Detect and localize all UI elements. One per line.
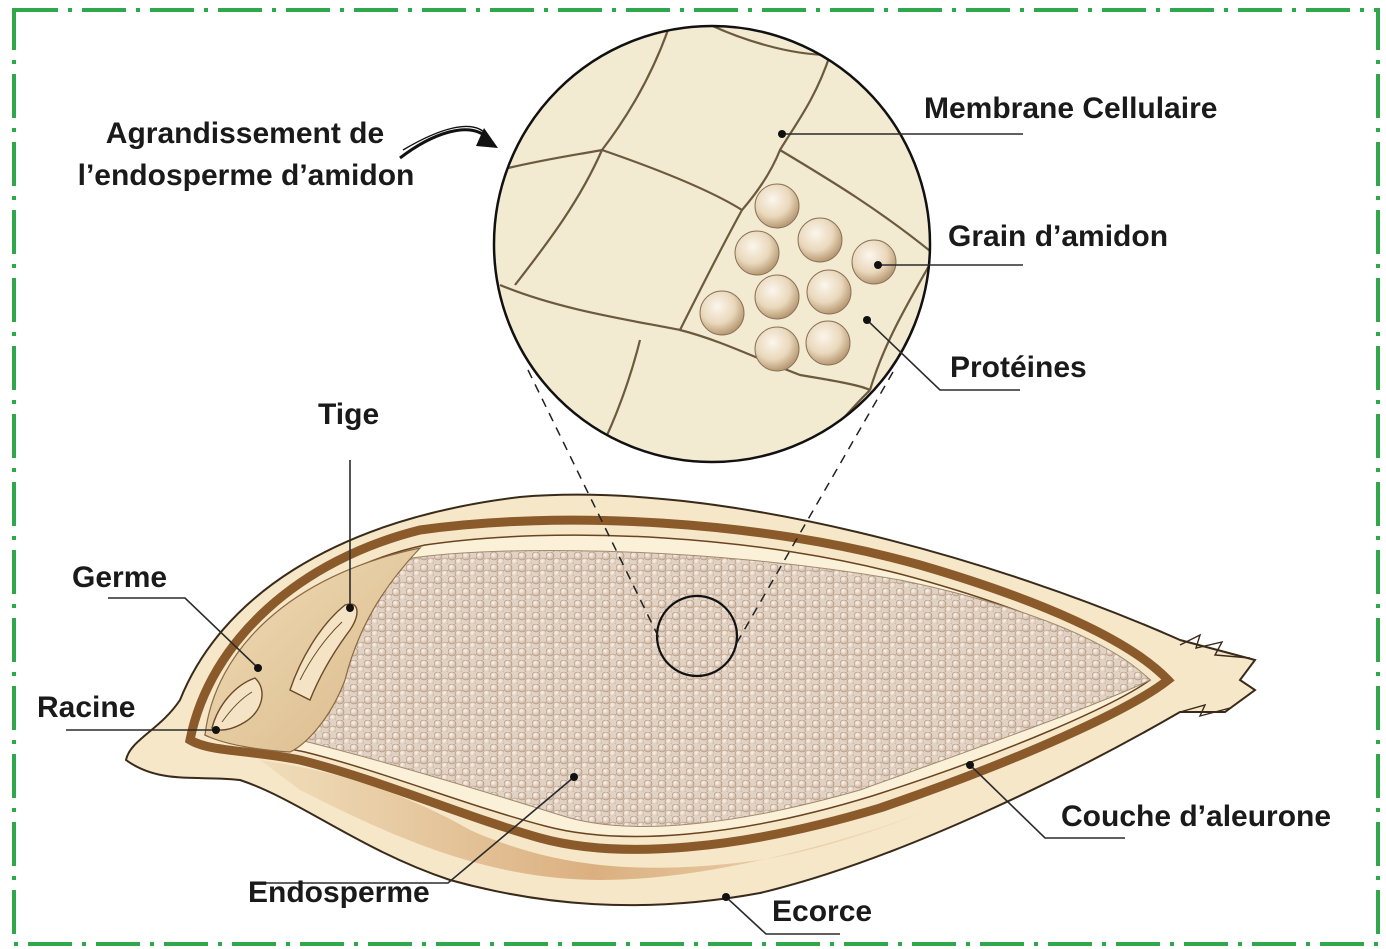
zoom-title-line1: Agrandissement de [106,117,384,150]
zoom-circle [494,20,935,470]
zoom-title-line2: l’endosperme d’amidon [78,159,415,192]
kernel [126,495,1255,905]
label-germe: Germe [72,561,167,594]
label-grain: Grain d’amidon [948,220,1168,253]
label-proteines: Protéines [950,351,1087,384]
zoom-arrow [400,126,498,158]
label-membrane: Membrane Cellulaire [924,92,1217,125]
label-tige: Tige [318,398,379,431]
label-aleurone: Couche d’aleurone [1061,800,1331,833]
label-ecorce: Ecorce [772,895,872,928]
label-racine: Racine [37,691,135,724]
label-endosperme: Endosperme [248,876,430,909]
